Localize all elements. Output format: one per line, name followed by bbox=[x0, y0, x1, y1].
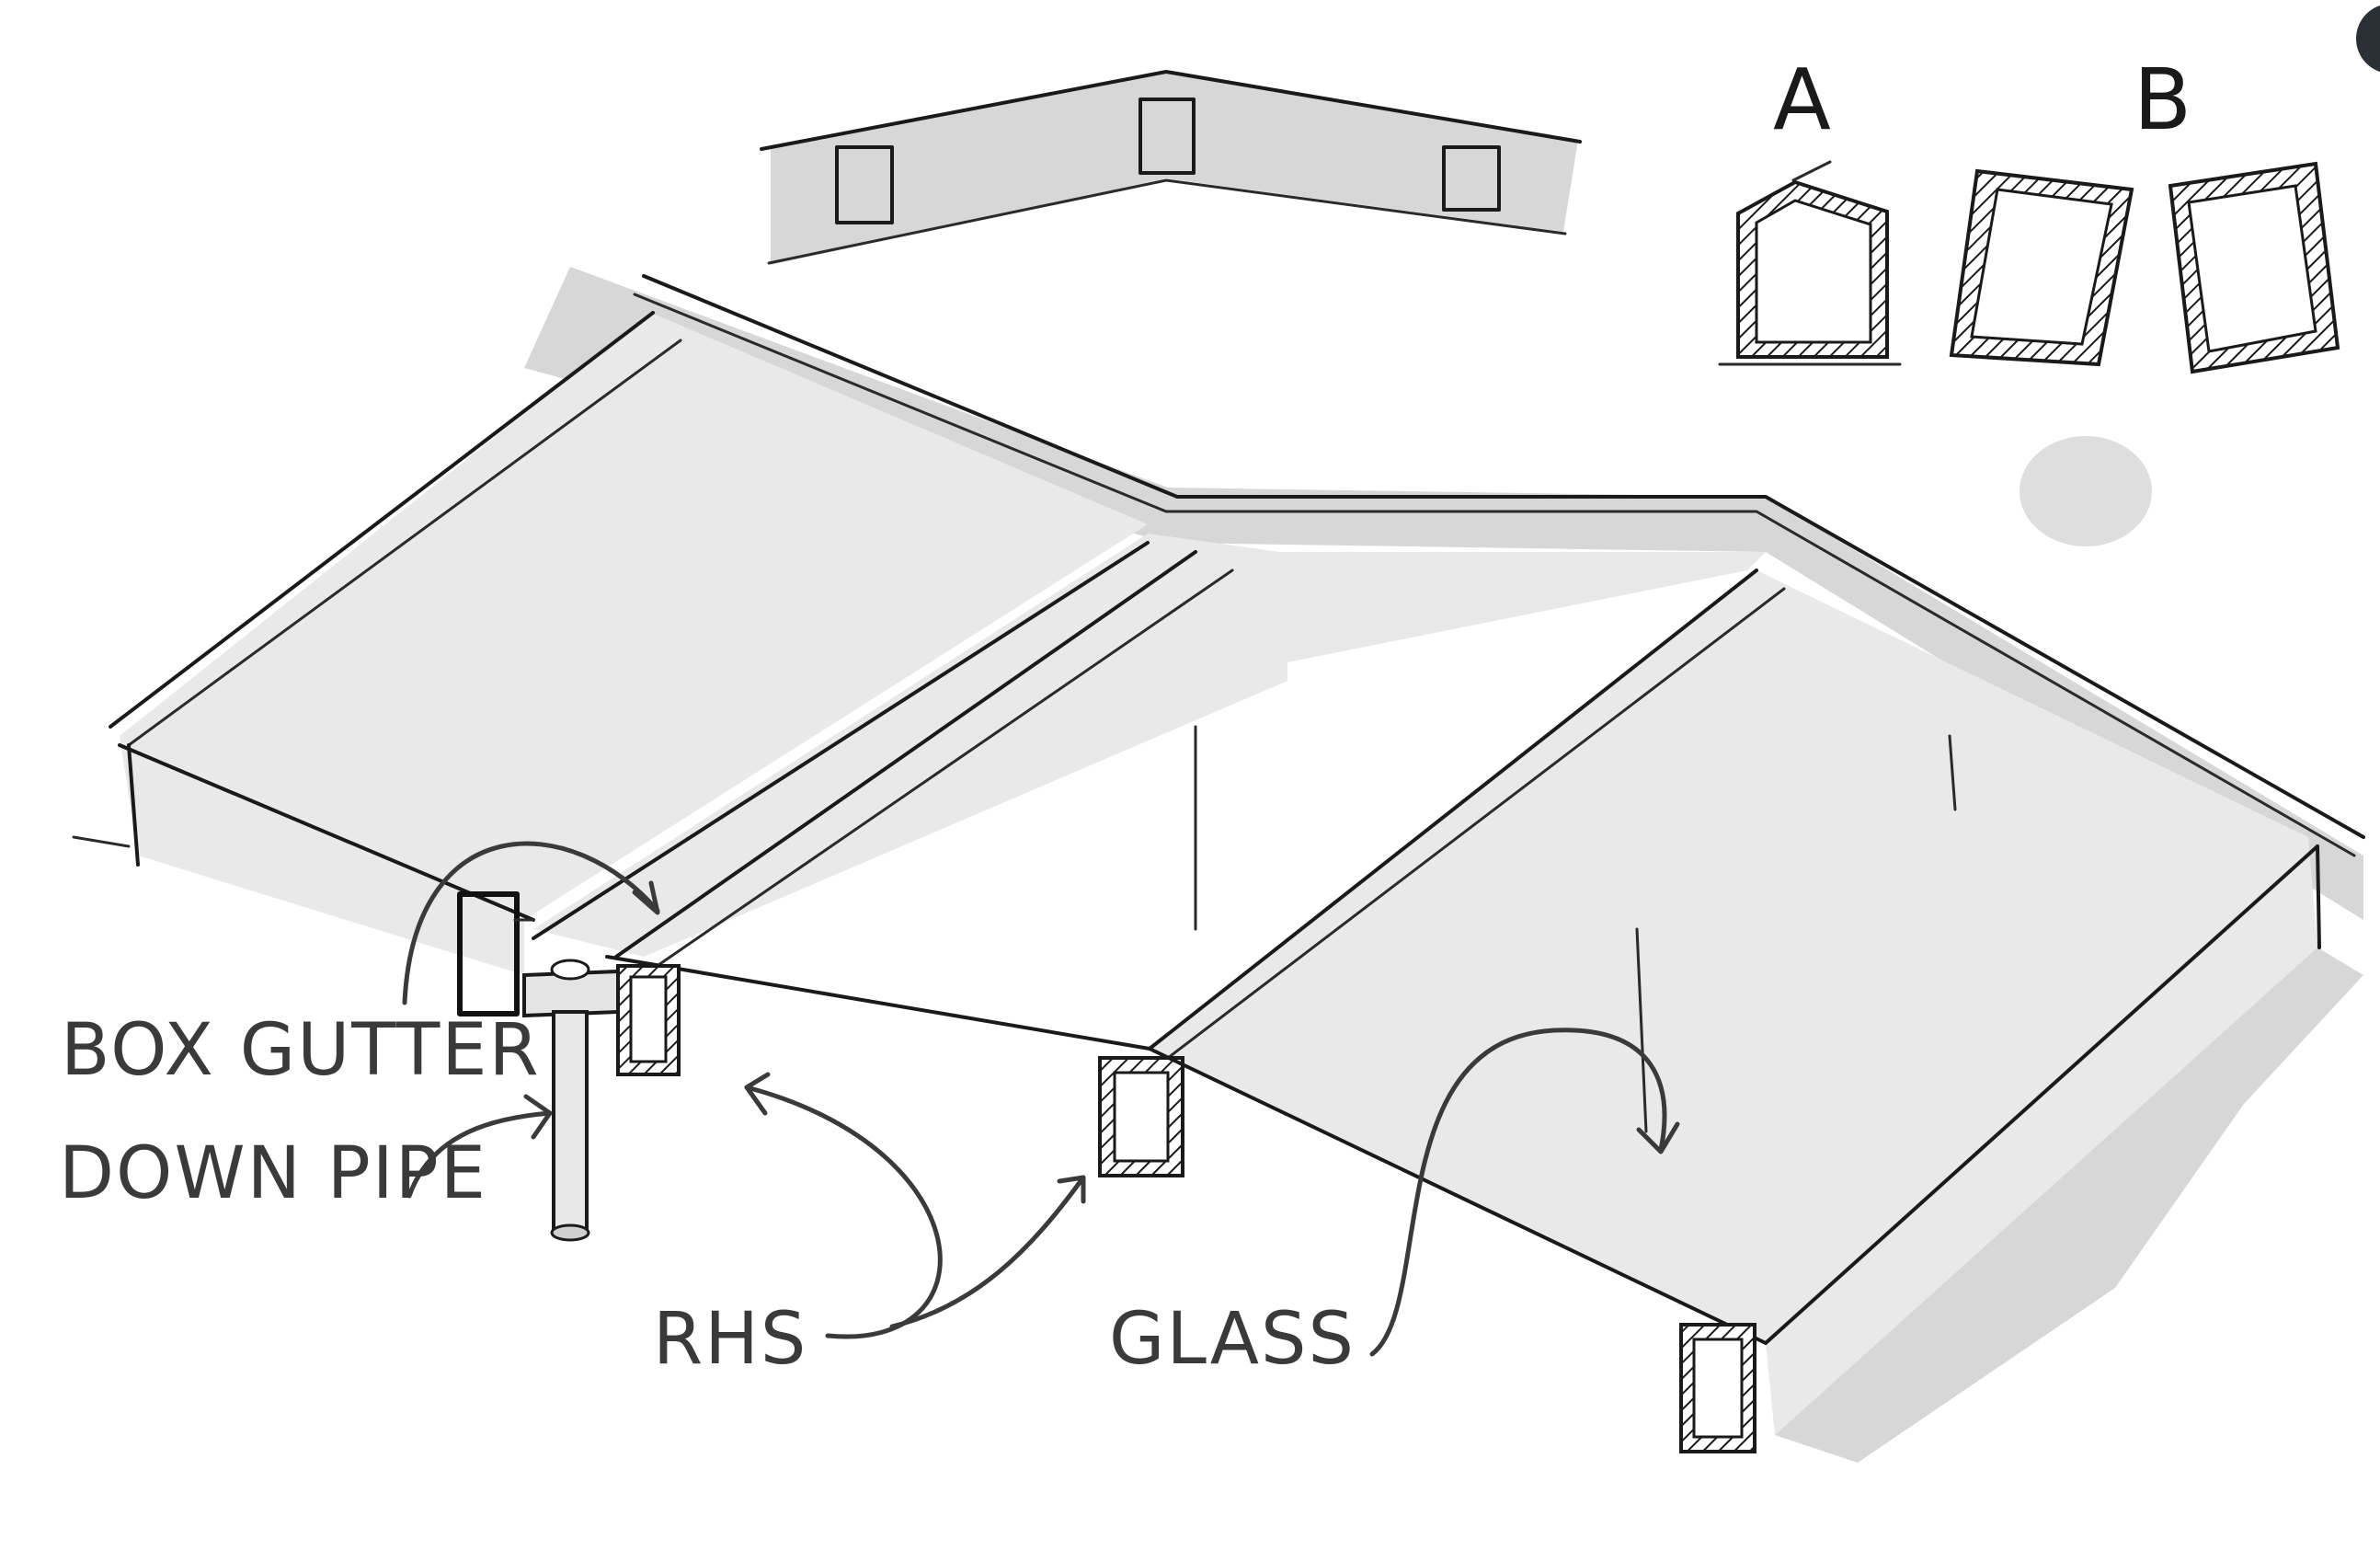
box-gutter-label: BOX GUTTER bbox=[61, 1009, 541, 1092]
rhs-arrow-left bbox=[744, 1085, 943, 1339]
glass-arrow bbox=[1369, 1028, 1667, 1357]
section-a: A bbox=[1718, 51, 1902, 366]
grey-smudge bbox=[2020, 436, 2152, 546]
down-pipe-arrow bbox=[406, 1110, 553, 1199]
annotation-arrows bbox=[402, 841, 1680, 1357]
rhs-arrow-right bbox=[889, 1175, 1086, 1329]
corner-badge-icon bbox=[2356, 5, 2380, 73]
section-a-label: A bbox=[1773, 51, 1831, 149]
rhs-label: RHS bbox=[653, 1298, 807, 1381]
section-b-label: B bbox=[2134, 51, 2191, 149]
roof-elevation-strip bbox=[760, 70, 1582, 265]
glass-label: GLASS bbox=[1109, 1298, 1356, 1381]
section-b: B bbox=[1949, 51, 2340, 374]
down-pipe bbox=[552, 1010, 589, 1235]
roof-structure bbox=[72, 267, 2365, 1463]
box-gutter-arrow bbox=[402, 841, 660, 1005]
down-pipe-label: DOWN PIPE bbox=[59, 1132, 487, 1215]
